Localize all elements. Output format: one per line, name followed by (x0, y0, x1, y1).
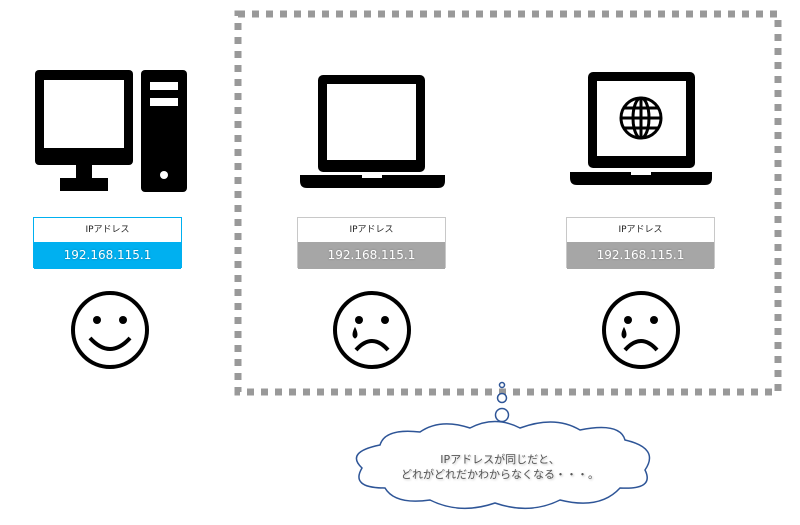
thought-text: IPアドレスが同じだと、 どれがどれだかわからなくなる・・・。 (360, 452, 640, 482)
thought-cloud (355, 420, 651, 510)
laptop-globe-icon (570, 72, 712, 185)
ip-address-card-desktop: IPアドレス 192.168.115.1 (33, 217, 182, 269)
ip-address-value: 192.168.115.1 (298, 242, 445, 269)
ip-address-value: 192.168.115.1 (34, 242, 181, 269)
happy-face-icon (71, 291, 149, 369)
crying-face-icon (333, 291, 411, 369)
ip-address-card-laptop-globe: IPアドレス 192.168.115.1 (566, 217, 715, 269)
desktop-computer-icon (35, 70, 187, 192)
laptop-icon (300, 75, 445, 188)
thought-line-1: IPアドレスが同じだと、 (440, 453, 560, 466)
thought-bubble (355, 381, 651, 510)
ip-address-value: 192.168.115.1 (567, 242, 714, 269)
ip-address-label: IPアドレス (298, 218, 445, 242)
ip-address-label: IPアドレス (567, 218, 714, 242)
duplicate-ip-group-border (234, 10, 782, 396)
crying-face-icon (602, 291, 680, 369)
ip-address-card-laptop: IPアドレス 192.168.115.1 (297, 217, 446, 269)
thought-line-2: どれがどれだかわからなくなる・・・。 (401, 468, 599, 481)
ip-address-label: IPアドレス (34, 218, 181, 242)
globe-icon (619, 96, 663, 140)
